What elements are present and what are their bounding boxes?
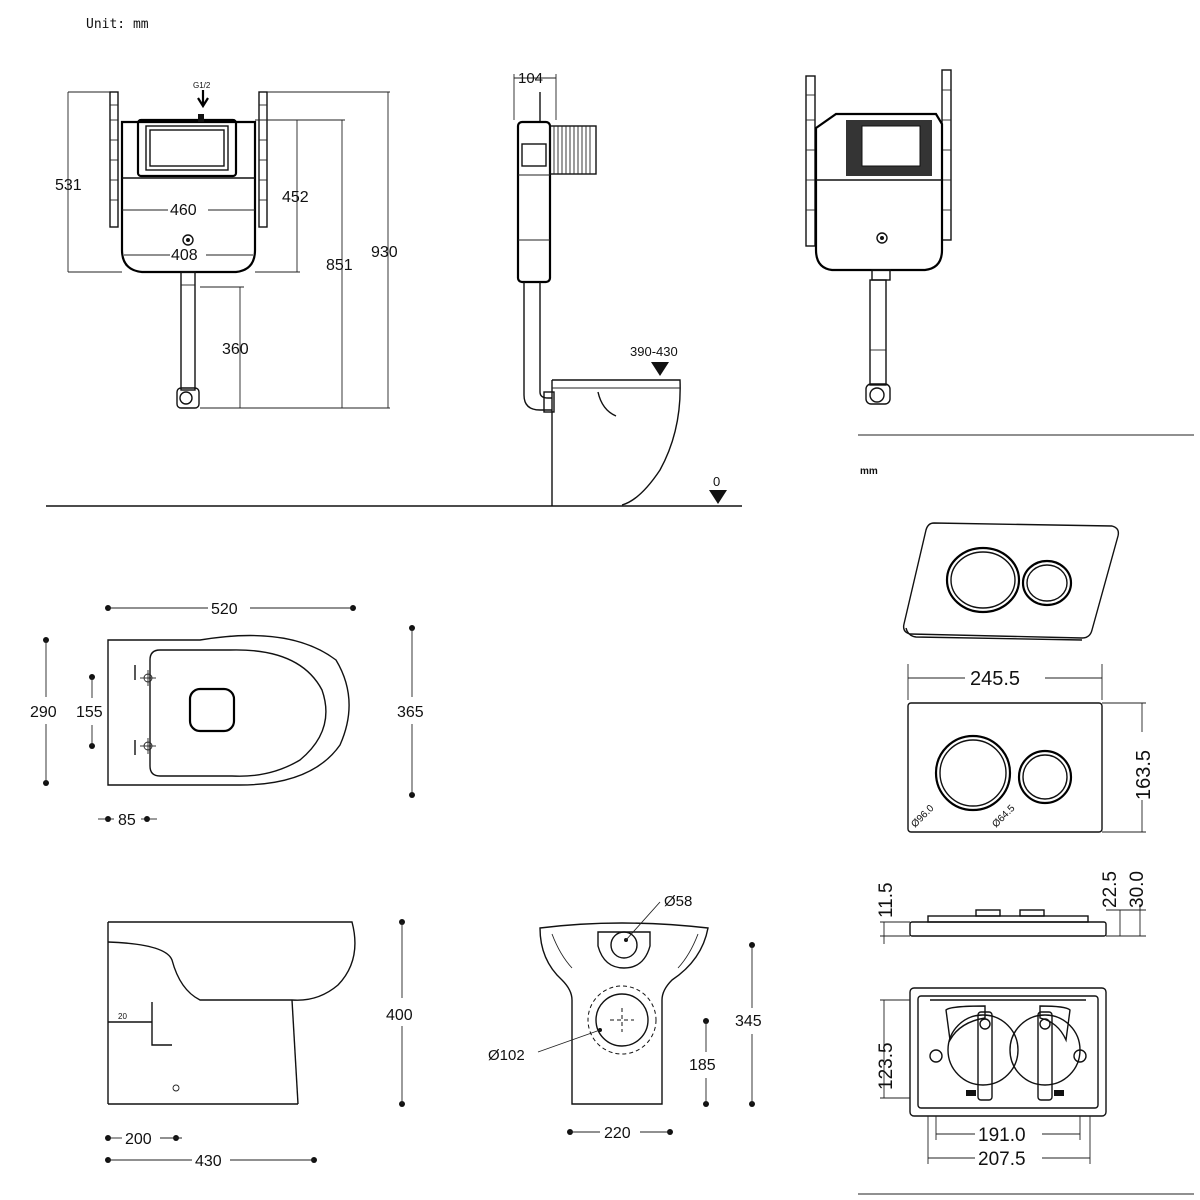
flush-plate-front: 245.5 Ø96.0 Ø64.5 163.5 bbox=[907, 664, 1155, 833]
left-bracket bbox=[109, 91, 119, 228]
dim-30-0: 30.0 bbox=[1127, 871, 1148, 908]
flush-plate-side: 11.5 22.5 30.0 bbox=[876, 871, 1148, 944]
flush-plate-back: 123.5 191.0 207.5 bbox=[876, 987, 1107, 1170]
cistern-perspective-view bbox=[805, 69, 952, 405]
dim-520: 520 bbox=[211, 601, 238, 618]
dim-220: 220 bbox=[604, 1125, 631, 1142]
dim-400: 400 bbox=[386, 1007, 413, 1024]
dim-408: 408 bbox=[171, 247, 198, 264]
pan-top-view: 520 290 155 365 85 bbox=[30, 601, 424, 829]
level-triangle-icon bbox=[651, 362, 669, 376]
flush-plate-perspective bbox=[902, 522, 1120, 641]
dim-430: 430 bbox=[195, 1153, 222, 1170]
cistern-tank bbox=[120, 120, 257, 274]
dim-245-5: 245.5 bbox=[970, 668, 1020, 690]
inlet-58-circle bbox=[610, 931, 638, 959]
cistern-front-view: G1/2 531 452 460 408 851 930 360 bbox=[55, 81, 398, 409]
flush-pipe bbox=[180, 271, 196, 391]
right-actuator bbox=[1037, 1011, 1053, 1101]
dim-345: 345 bbox=[735, 1013, 762, 1030]
right-bracket bbox=[258, 91, 268, 228]
dim-290: 290 bbox=[30, 704, 57, 721]
dim-102: Ø102 bbox=[488, 1047, 525, 1064]
dim-58: Ø58 bbox=[664, 893, 692, 910]
outlet-102-circle bbox=[595, 993, 649, 1047]
pan-side-outline bbox=[107, 921, 356, 1001]
dim-365: 365 bbox=[397, 704, 424, 721]
small-flush-button bbox=[1017, 749, 1073, 805]
service-opening bbox=[136, 118, 238, 178]
dim-531: 531 bbox=[55, 177, 82, 194]
dim-155: 155 bbox=[76, 704, 103, 721]
pan-rear-view: Ø58 Ø102 345 185 220 bbox=[488, 893, 762, 1142]
unit-label-right: mm bbox=[860, 466, 878, 477]
dim-85: 85 bbox=[118, 812, 136, 829]
dim-123-5: 123.5 bbox=[876, 1042, 897, 1090]
seat-height-label: 390-430 bbox=[630, 344, 678, 359]
cistern-side-body bbox=[516, 120, 552, 284]
dim-452: 452 bbox=[282, 189, 309, 206]
pan-bowl-opening bbox=[188, 687, 236, 733]
dim-191-0: 191.0 bbox=[978, 1125, 1026, 1146]
pan-side-view: 20 400 200 430 bbox=[105, 919, 413, 1170]
plate-outline bbox=[907, 702, 1103, 833]
floor-level-label: 0 bbox=[713, 474, 720, 489]
left-actuator bbox=[977, 1011, 993, 1101]
cistern-side-view: 104 390-430 0 bbox=[513, 70, 727, 506]
dim-360: 360 bbox=[222, 341, 249, 358]
dim-851: 851 bbox=[326, 257, 353, 274]
unit-label: Unit: mm bbox=[86, 17, 149, 32]
dim-11-5: 11.5 bbox=[876, 882, 897, 918]
dim-22-5: 22.5 bbox=[1100, 871, 1121, 908]
back-frame-outline bbox=[909, 987, 1107, 1117]
dim-64-5: Ø64.5 bbox=[990, 803, 1017, 830]
inlet-label: G1/2 bbox=[193, 81, 211, 90]
pan-rear-outline bbox=[539, 922, 709, 1105]
dim-460: 460 bbox=[170, 202, 197, 219]
dim-200: 200 bbox=[125, 1131, 152, 1148]
dim-163-5: 163.5 bbox=[1133, 750, 1155, 800]
flush-outlet bbox=[182, 234, 194, 246]
down-arrow-icon bbox=[197, 90, 209, 109]
dim-96-0: Ø96.0 bbox=[909, 803, 936, 830]
big-flush-button bbox=[934, 734, 1012, 812]
dim-185: 185 bbox=[689, 1057, 716, 1074]
dim-207-5: 207.5 bbox=[978, 1149, 1026, 1170]
pan-profile bbox=[552, 379, 681, 506]
dim-20: 20 bbox=[118, 1012, 127, 1021]
dim-104: 104 bbox=[518, 70, 543, 87]
dim-930: 930 bbox=[371, 244, 398, 261]
level-triangle-icon bbox=[709, 490, 727, 504]
pan-top-outline bbox=[107, 634, 350, 786]
